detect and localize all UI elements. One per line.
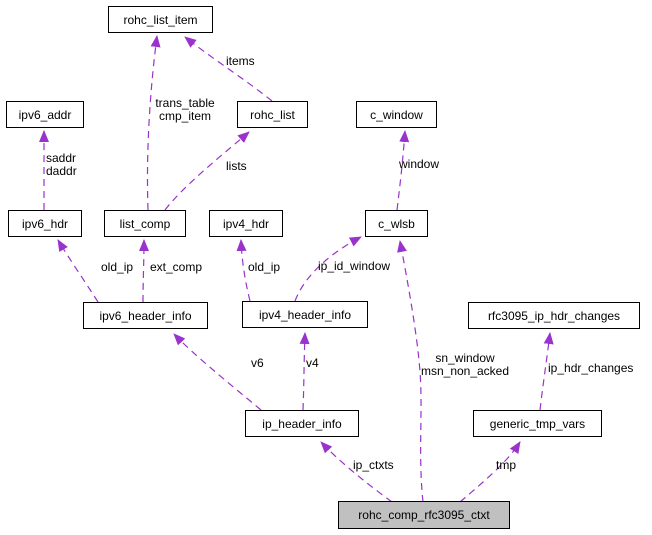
edge-v6-line <box>173 333 262 411</box>
node-list-comp[interactable]: list_comp <box>104 210 186 237</box>
node-ipv4-hdr[interactable]: ipv4_hdr <box>209 210 283 237</box>
node-c-window[interactable]: c_window <box>356 101 437 128</box>
edge-label-old-ip-v6: old_ip <box>101 260 134 274</box>
node-ipv6-hdr[interactable]: ipv6_hdr <box>8 210 82 237</box>
edge-label-trans-table: trans_table cmp_item <box>155 96 215 123</box>
edge-label-ext-comp: ext_comp <box>150 260 203 274</box>
edge-ext-comp-line <box>138 239 149 303</box>
edge-old-ip-v4-line <box>236 239 251 302</box>
edge-ip-ctxts-line <box>320 441 393 503</box>
node-rohc-list[interactable]: rohc_list <box>237 101 308 128</box>
node-rfc3095-ip-hdr-changes[interactable]: rfc3095_ip_hdr_changes <box>468 302 640 329</box>
edge-old-ip-v6-line <box>57 239 99 303</box>
edge-v4-line <box>299 332 310 411</box>
node-generic-tmp-vars[interactable]: generic_tmp_vars <box>473 410 602 437</box>
edge-items-line <box>184 36 273 102</box>
edge-label-lists: lists <box>226 159 247 173</box>
node-ipv4-header-info[interactable]: ipv4_header_info <box>242 301 368 328</box>
edge-label-items: items <box>226 54 255 68</box>
edge-sn-window-line <box>397 240 424 503</box>
edge-label-v4: v4 <box>306 356 319 370</box>
edge-ip-hdr-changes-line <box>539 332 554 411</box>
edge-label-ip-id-window: ip_id_window <box>318 259 391 273</box>
node-rohc-comp-rfc3095-ctxt: rohc_comp_rfc3095_ctxt <box>338 501 510 529</box>
node-ipv6-header-info[interactable]: ipv6_header_info <box>83 302 208 329</box>
edge-ip-id-window-line <box>294 236 362 302</box>
edge-label-ip-ctxts: ip_ctxts <box>353 458 394 472</box>
edge-label-sn-window: sn_window msn_non_acked <box>420 351 510 378</box>
edge-trans-table-line <box>146 35 161 211</box>
edge-window-line <box>396 130 410 211</box>
node-ipv6-addr[interactable]: ipv6_addr <box>6 101 84 128</box>
node-rohc-list-item[interactable]: rohc_list_item <box>108 6 213 33</box>
edge-tmp-line <box>459 441 521 503</box>
edge-label-old-ip-v4: old_ip <box>248 260 281 274</box>
edge-label-ip-hdr-changes: ip_hdr_changes <box>548 361 634 375</box>
node-ip-header-info[interactable]: ip_header_info <box>245 410 359 437</box>
node-c-wlsb[interactable]: c_wlsb <box>365 210 428 237</box>
edge-label-window: window <box>399 157 440 171</box>
edge-label-tmp: tmp <box>496 458 517 472</box>
edge-label-saddr-daddr: saddr daddr <box>46 151 77 178</box>
edge-label-v6: v6 <box>251 356 264 370</box>
